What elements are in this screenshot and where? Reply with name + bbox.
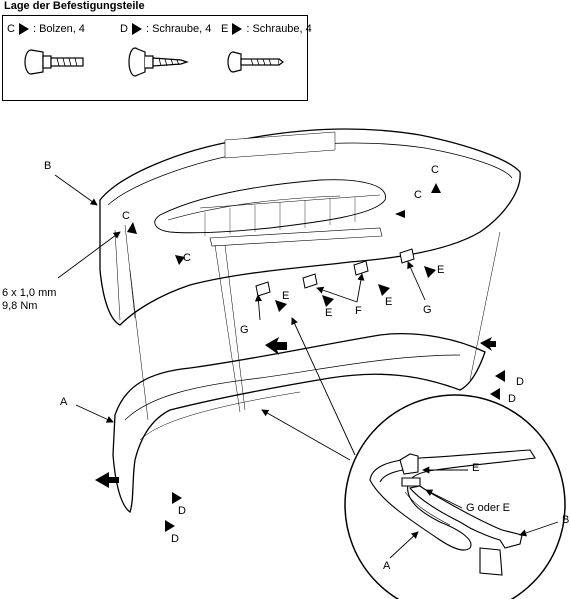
label-e-3: E	[385, 296, 393, 308]
label-d-left-1: D	[178, 505, 186, 517]
legend-item-bolt: C : Bolzen, 4	[7, 23, 85, 35]
legend-text: : Bolzen, 4	[32, 23, 85, 35]
label-c-top: C	[431, 164, 439, 176]
legend-letter: E	[221, 23, 229, 35]
fastener-legend-box: C : Bolzen, 4 D : Schraube, 4 E : Schrau…	[2, 15, 312, 101]
detail-leader-lines	[389, 466, 559, 559]
right-arrow-icon	[480, 337, 496, 351]
guide-lines	[129, 231, 501, 421]
torque-spec-value: 9,8 Nm	[2, 300, 38, 312]
detail-label-a: A	[383, 560, 391, 572]
label-d-left-2: D	[171, 533, 179, 545]
direction-arrows	[95, 337, 496, 488]
left-arrow-icon	[95, 472, 119, 488]
label-d-right-2: D	[508, 393, 516, 405]
legend-item-screw-e: E : Schraube, 4	[221, 23, 312, 35]
label-b-upper: B	[44, 160, 52, 172]
detail-label-b: B	[562, 514, 570, 526]
triangle-marker-icon	[232, 23, 243, 35]
legend-letter: D	[120, 23, 128, 35]
fastener-markers	[127, 183, 505, 532]
label-f: F	[355, 305, 362, 317]
label-e-4: E	[437, 264, 445, 276]
label-g-right: G	[423, 304, 432, 316]
label-a-lower: A	[60, 396, 68, 408]
label-d-right-1: D	[516, 376, 524, 388]
detail-label-g-oder-e: G oder E	[466, 502, 511, 514]
label-e-1: E	[282, 290, 290, 302]
label-e-2: E	[325, 307, 333, 319]
legend-item-screw-d: D : Schraube, 4	[120, 23, 211, 35]
label-c-left: C	[122, 210, 130, 222]
up-left-arrow-icon	[265, 337, 287, 355]
tapping-screw-icon	[128, 47, 189, 77]
bolt-icon	[24, 49, 84, 75]
upper-bumper-cover	[99, 128, 521, 326]
torque-spec-size: 6 x 1,0 mm	[2, 287, 57, 299]
label-c-middle: C	[183, 252, 191, 264]
legend-text: : Schraube, 4	[246, 23, 312, 35]
detail-view-circle	[344, 394, 566, 599]
detail-label-e: E	[472, 462, 480, 474]
triangle-marker-icon	[131, 23, 142, 35]
triangle-marker-icon	[18, 23, 29, 35]
label-c-right: C	[414, 189, 422, 201]
legend-letter: C	[7, 23, 15, 35]
screw-icon	[227, 51, 284, 73]
legend-title: Lage der Befestigungsteile	[4, 0, 145, 12]
retaining-clips	[255, 248, 415, 297]
label-g-left: G	[240, 324, 249, 336]
leader-lines	[54, 174, 426, 461]
lower-bumper-spoiler	[112, 333, 486, 514]
legend-text: : Schraube, 4	[145, 23, 212, 35]
